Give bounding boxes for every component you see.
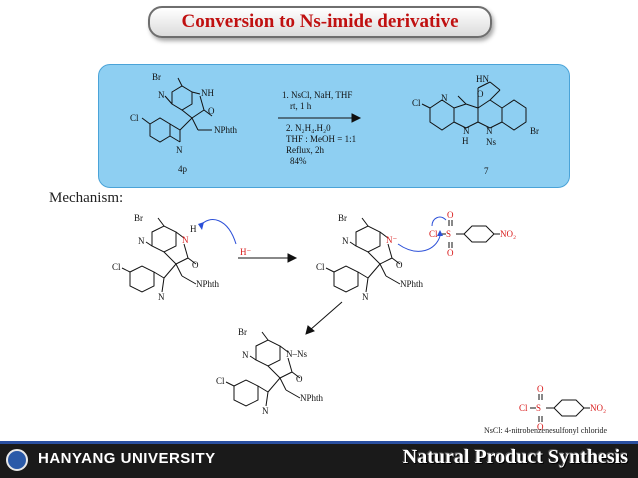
nscl-cl: Cl bbox=[429, 229, 438, 239]
reactant-o: O bbox=[208, 106, 215, 116]
reactant-cl: Cl bbox=[130, 113, 139, 123]
nscl-o-bottom: O bbox=[447, 248, 454, 258]
nscl-note: NsCl: 4-nitrobenzenesulfonyl chloride bbox=[484, 426, 608, 435]
mech2-n: N bbox=[362, 292, 369, 302]
condition-line-1: 1. NsCl, NaH, THF bbox=[282, 90, 352, 100]
mechanism-arrow-head bbox=[287, 253, 298, 263]
curved-arrow-deprotonation-head bbox=[198, 222, 204, 230]
mech1-h: H bbox=[190, 224, 197, 234]
mech3-br: Br bbox=[238, 327, 247, 337]
reaction-arrow-head bbox=[351, 113, 362, 123]
mech1-n: N bbox=[158, 292, 165, 302]
condition-line-3: 2. N₂H₄.H₂0 bbox=[286, 123, 331, 133]
slide-title-banner: Conversion to Ns-imide derivative bbox=[148, 6, 492, 38]
mechanism-label: Mechanism: bbox=[49, 190, 124, 206]
product-n3: N bbox=[441, 93, 448, 103]
product-n1: N bbox=[463, 126, 470, 136]
mech2-nphth: NPhth bbox=[400, 279, 424, 289]
product-hn: HN bbox=[476, 74, 489, 84]
mechanism-structure-1 bbox=[121, 217, 197, 293]
legend-s: S bbox=[536, 403, 541, 413]
nscl-no2: NO₂ bbox=[500, 229, 516, 239]
legend-no2: NO₂ bbox=[590, 403, 606, 413]
university-logo-icon bbox=[6, 449, 28, 471]
diagonal-arrow-head bbox=[305, 325, 315, 335]
mech3-n3: N bbox=[242, 350, 249, 360]
mechanism-structure-3 bbox=[225, 331, 301, 407]
mech1-nphth: NPhth bbox=[196, 279, 220, 289]
university-name: HANYANG UNIVERSITY bbox=[38, 450, 216, 467]
mech1-n-red: N bbox=[182, 235, 189, 245]
legend-o-top: O bbox=[537, 384, 544, 394]
mech1-br: Br bbox=[134, 213, 143, 223]
product-o: O bbox=[477, 89, 484, 99]
legend-cl: Cl bbox=[519, 403, 528, 413]
mech2-br: Br bbox=[338, 213, 347, 223]
mech1-cl: Cl bbox=[112, 262, 121, 272]
legend-o-bottom: O bbox=[537, 422, 544, 432]
curved-arrow-deprotonation bbox=[199, 219, 237, 245]
condition-line-5: Reflux, 2h bbox=[286, 145, 324, 155]
mech3-nphth: NPhth bbox=[300, 393, 324, 403]
footer-bar bbox=[0, 441, 638, 478]
nosyl-chloride-legend bbox=[530, 394, 590, 422]
product-ns: Ns bbox=[486, 137, 496, 147]
product-n2: N bbox=[486, 126, 493, 136]
slide-title: Conversion to Ns-imide derivative bbox=[181, 11, 459, 32]
product-h: H bbox=[462, 136, 469, 146]
footer-stripe bbox=[0, 441, 638, 444]
course-title: Natural Product Synthesis bbox=[402, 446, 628, 468]
product-structure bbox=[421, 81, 527, 131]
nscl-s: S bbox=[446, 229, 451, 239]
diagonal-arrow bbox=[309, 301, 343, 331]
mechanism-structure-2 bbox=[325, 217, 401, 293]
curved-arrow-attack bbox=[397, 235, 441, 252]
curved-arrow-leaving bbox=[431, 216, 447, 227]
mech3-nns: N–Ns bbox=[286, 349, 307, 359]
condition-line-2: rt, 1 h bbox=[290, 101, 312, 111]
reactant-n: N bbox=[176, 145, 183, 155]
reactant-n3: N bbox=[158, 90, 165, 100]
reaction-scheme-box bbox=[98, 64, 570, 188]
mech2-n-anion: N⁻ bbox=[386, 235, 397, 245]
mech2-o: O bbox=[396, 260, 403, 270]
reactant-nphth: NPhth bbox=[214, 125, 238, 135]
mech3-n: N bbox=[262, 406, 269, 416]
reactant-br: Br bbox=[152, 72, 161, 82]
nscl-o-top: O bbox=[447, 210, 454, 220]
reactant-nh: NH bbox=[201, 88, 214, 98]
condition-line-4: THF : MeOH = 1:1 bbox=[286, 134, 356, 144]
product-label: 7 bbox=[484, 166, 489, 176]
curved-arrow-attack-head bbox=[437, 230, 443, 236]
mech2-cl: Cl bbox=[316, 262, 325, 272]
mech1-n3: N bbox=[138, 236, 145, 246]
mech1-o: O bbox=[192, 260, 199, 270]
mech3-cl: Cl bbox=[216, 376, 225, 386]
product-br: Br bbox=[530, 126, 539, 136]
hydride-base: H⁻ bbox=[240, 247, 251, 257]
reactant-structure bbox=[141, 77, 213, 143]
product-cl: Cl bbox=[412, 98, 421, 108]
mech2-n3: N bbox=[342, 236, 349, 246]
condition-line-6: 84% bbox=[290, 156, 307, 166]
reactant-label: 4p bbox=[178, 164, 188, 174]
mech3-o: O bbox=[296, 374, 303, 384]
